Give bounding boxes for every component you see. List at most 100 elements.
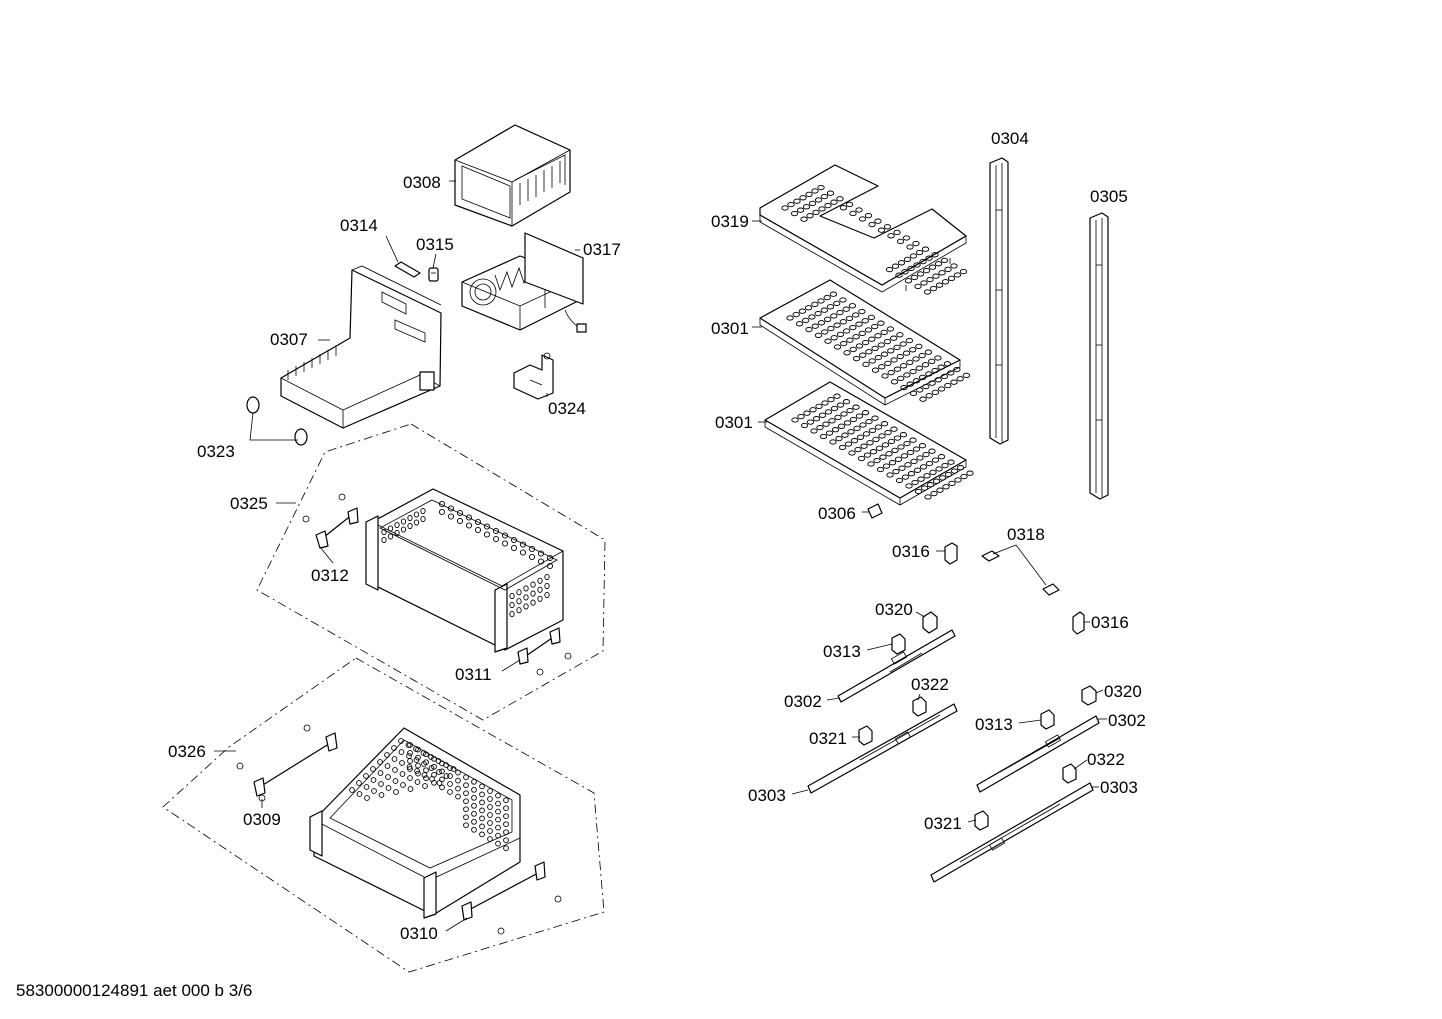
perforation-hole [363, 773, 369, 779]
perforation-hole [829, 291, 838, 297]
perforation-hole [854, 446, 862, 453]
perforation-hole [492, 527, 500, 535]
perforation-hole [826, 190, 835, 196]
part-0320-clip-b [1081, 685, 1097, 706]
part-0319-shelf [759, 164, 968, 295]
perforation-hole [465, 522, 473, 529]
perforation-hole [463, 814, 469, 821]
perforation-hole [456, 509, 464, 517]
perforation-hole [905, 483, 913, 489]
perforation-hole [537, 558, 545, 565]
perforation-hole [899, 432, 908, 438]
perforation-hole [901, 269, 909, 275]
part-0309-rail [236, 724, 338, 802]
perforation-hole [487, 828, 493, 834]
perforation-hole [381, 528, 387, 536]
perforation-hole [842, 399, 851, 405]
label-0303-a: 0303 [748, 786, 786, 805]
perforation-hole [528, 545, 536, 553]
label-0312: 0312 [311, 566, 349, 585]
perforation-hole [510, 536, 518, 544]
perforation-hole [487, 788, 493, 794]
part-0301-shelf-lower [764, 381, 974, 506]
perforation-hole [546, 554, 554, 562]
part-0316-clip-a [944, 542, 958, 565]
perforation-hole [399, 771, 406, 777]
part-0326-basket [309, 727, 521, 919]
perforation-hole [819, 433, 828, 440]
perforation-hole [420, 507, 426, 515]
perforation-hole [809, 407, 817, 413]
part-0320-clip-a [922, 611, 938, 634]
label-0301-upper: 0301 [711, 319, 749, 338]
perforation-hole [495, 816, 501, 823]
perforation-hole [509, 592, 515, 600]
perforation-hole [495, 832, 501, 839]
perforation-hole [877, 342, 885, 348]
perforation-hole [837, 423, 846, 429]
perforation-hole [378, 781, 384, 787]
perforation-hole [814, 310, 822, 317]
label-0301-lower: 0301 [715, 413, 753, 432]
perforation-hole [919, 396, 927, 402]
perforation-hole [415, 770, 421, 777]
perforation-hole [921, 362, 930, 368]
perforation-hole [891, 263, 900, 269]
perforation-hole [859, 422, 867, 428]
perforation-hole [384, 752, 390, 758]
perforation-hole [915, 365, 923, 371]
perforation-hole [387, 525, 394, 532]
part-0321-clip-b [974, 810, 989, 831]
perforation-hole [391, 756, 398, 762]
perforation-hole [903, 372, 911, 378]
perforation-hole [492, 535, 500, 543]
perforation-hole [805, 326, 813, 333]
perforation-hole [787, 201, 795, 208]
perforation-hole [530, 590, 536, 597]
perforation-hole [796, 207, 805, 213]
perforation-hole [805, 191, 813, 198]
perforation-hole [479, 791, 485, 798]
perforation-hole [447, 513, 455, 520]
perforation-hole [447, 773, 453, 779]
perforation-hole [839, 205, 848, 211]
perforation-hole [471, 778, 477, 785]
perforation-hole [811, 323, 819, 329]
perforation-hole [537, 577, 543, 584]
perforation-hole [811, 188, 819, 194]
perforation-hole [906, 244, 914, 250]
perforation-hole [920, 485, 929, 491]
label-0320-a: 0320 [875, 600, 913, 619]
perforation-hole [913, 262, 921, 268]
perforation-hole [447, 765, 453, 771]
perforation-hole [943, 361, 952, 367]
perforation-hole [501, 540, 509, 547]
perforation-hole [918, 443, 927, 449]
perforation-hole [465, 514, 473, 521]
perforation-hole [912, 356, 920, 362]
perforation-hole [899, 363, 908, 369]
perforation-hole [413, 511, 420, 518]
perforation-hole [840, 340, 848, 347]
perforation-hole [896, 332, 904, 338]
perforation-hole [528, 553, 536, 561]
perforation-hole [902, 235, 911, 241]
perforation-hole [937, 364, 945, 370]
perforation-hole [495, 824, 501, 831]
perforation-hole [887, 369, 895, 376]
perforation-hole [922, 383, 930, 390]
perforation-hole [817, 320, 826, 326]
perforation-hole [916, 271, 925, 277]
perforation-hole [431, 755, 437, 762]
perforation-hole [922, 451, 930, 458]
perforation-hole [894, 456, 903, 462]
label-0326: 0326 [168, 742, 206, 761]
perforation-hole [947, 275, 956, 282]
perforation-hole [795, 321, 804, 327]
perforation-hole [905, 337, 914, 344]
perforation-hole [848, 303, 857, 309]
label-0323: 0323 [197, 442, 235, 461]
perforation-hole [483, 523, 491, 530]
perforation-hole [915, 249, 924, 256]
perforation-hole [456, 517, 464, 525]
